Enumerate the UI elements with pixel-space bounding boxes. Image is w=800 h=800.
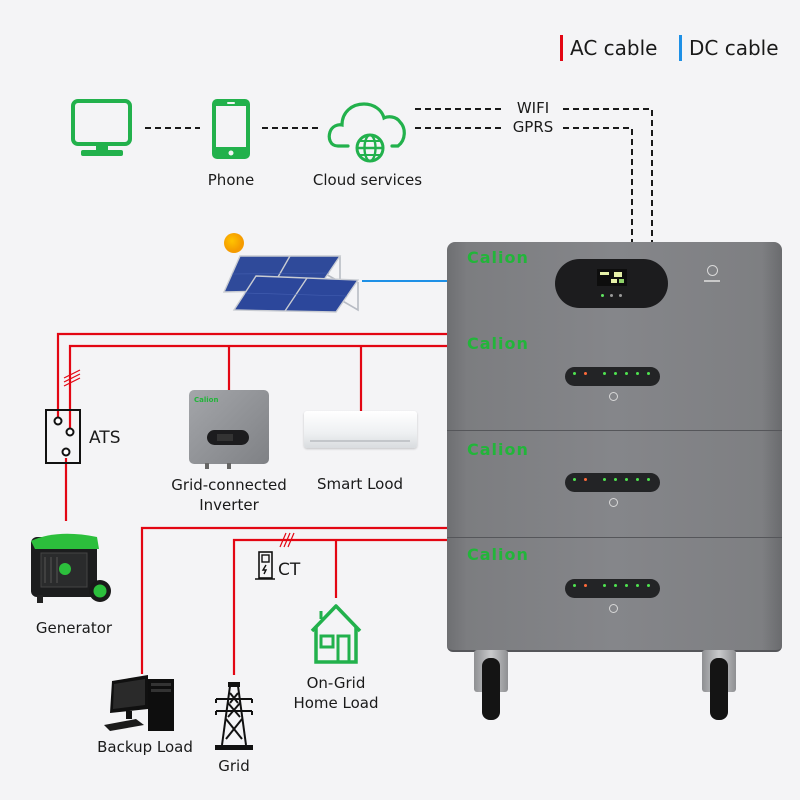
battery-module-2: Calion	[447, 431, 782, 539]
home-load-label-line2: Home Load	[293, 694, 379, 712]
battery-brand-2: Calion	[467, 440, 529, 459]
grid-inverter-label-line1: Grid-connected	[171, 476, 287, 494]
ats-label: ATS	[89, 428, 121, 448]
home-load-label: On-Grid Home Load	[286, 673, 386, 713]
lcd-screen	[597, 269, 627, 286]
legend-dc: DC cable	[679, 34, 779, 63]
grid-inverter-label: Grid-connected Inverter	[164, 475, 294, 515]
transmission-tower-icon	[215, 682, 253, 750]
generator-icon	[31, 533, 111, 603]
ac-cable-ats-2	[68, 344, 447, 432]
home-load-label-line1: On-Grid	[306, 674, 366, 692]
legend-dc-label: DC cable	[689, 36, 779, 60]
gprs-label: GPRS	[512, 118, 554, 136]
battery-power-button[interactable]	[609, 392, 618, 401]
power-button[interactable]	[707, 265, 718, 276]
cloud-globe-icon	[327, 102, 406, 163]
ats-switch-icon	[45, 409, 81, 464]
inverter-brand: Calion	[467, 248, 529, 267]
battery-module-1: Calion	[447, 326, 782, 432]
battery-module-3: Calion	[447, 538, 782, 652]
phone-label: Phone	[207, 171, 255, 189]
legend-ac-label: AC cable	[570, 36, 658, 60]
gprs-link-right	[563, 127, 633, 245]
wifi-link-right	[563, 108, 653, 245]
ac-cable-ats-1	[56, 332, 447, 420]
battery-status-panel	[565, 579, 660, 598]
air-conditioner-icon	[304, 411, 417, 448]
wifi-label: WIFI	[516, 99, 550, 117]
ac-cable-grid	[232, 538, 447, 675]
smartphone-icon	[212, 99, 250, 159]
solar-panel-icon	[222, 233, 359, 313]
caster-wheel-right	[702, 650, 736, 722]
ac-cable-swatch	[560, 34, 563, 61]
grid-label: Grid	[218, 757, 250, 775]
grid-inverter-device: Calion	[189, 390, 269, 464]
ac-cable-backup-load	[140, 526, 447, 674]
hybrid-inverter-module: Calion	[447, 242, 782, 328]
legend-ac: AC cable	[560, 34, 658, 63]
battery-power-button[interactable]	[609, 498, 618, 507]
desktop-computer-icon	[104, 675, 174, 731]
battery-status-panel	[565, 473, 660, 492]
battery-status-panel	[565, 367, 660, 386]
generator-label: Generator	[35, 619, 113, 637]
grid-inverter-brand: Calion	[194, 396, 219, 404]
ct-meter-icon	[255, 551, 275, 580]
grid-inverter-label-line2: Inverter	[199, 496, 259, 514]
cloud-label: Cloud services	[312, 171, 423, 189]
ct-label: CT	[278, 560, 301, 580]
backup-load-label: Backup Load	[97, 738, 193, 756]
grid-inverter-display	[207, 430, 249, 445]
battery-power-button[interactable]	[609, 604, 618, 613]
caster-wheel-left	[474, 650, 508, 722]
monitor-icon	[71, 99, 132, 156]
smart-load-label: Smart Lood	[316, 475, 404, 493]
dc-cable-swatch	[679, 34, 682, 61]
battery-brand-3: Calion	[467, 545, 529, 564]
battery-brand-1: Calion	[467, 334, 529, 353]
house-icon	[310, 604, 362, 664]
inverter-display-panel	[555, 259, 668, 308]
